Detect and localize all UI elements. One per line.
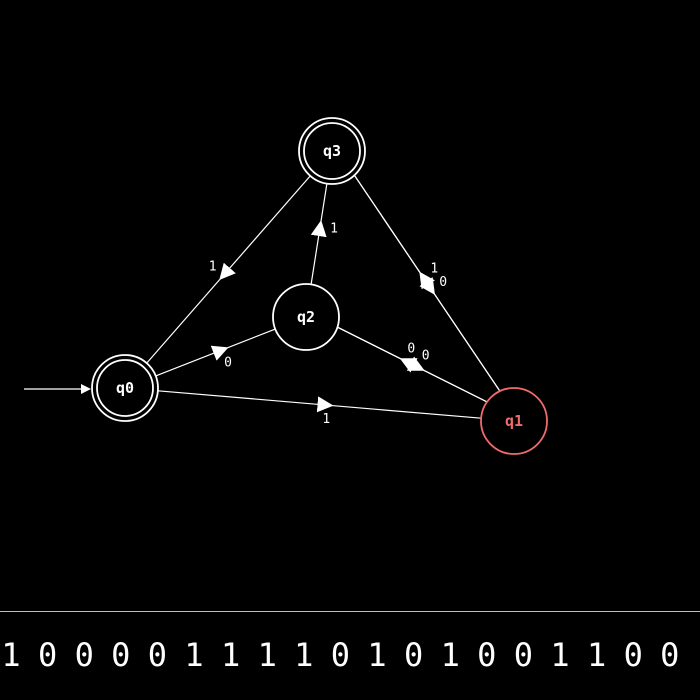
tape-symbol: 1 [184,636,203,674]
state-q1: q1 [480,387,548,455]
transition-symbol: 0 [407,341,415,356]
tape-symbol: 0 [75,636,94,674]
state-label: q3 [323,142,341,160]
state-circle [298,117,366,185]
state-circle [91,354,159,422]
transition-q0-q1: 1 [157,390,482,427]
tape-symbol: 0 [660,636,679,674]
tape-symbol: 0 [148,636,167,674]
transition-symbol: 0 [224,356,232,371]
tape-symbol: 0 [624,636,643,674]
tape-symbol: 0 [111,636,130,674]
transition-symbol: 1 [330,221,338,236]
state-circle [272,283,340,351]
state-label: q0 [116,379,134,397]
transition-line [310,183,328,285]
tape-symbol: 1 [258,636,277,674]
tape-symbol: 0 [38,636,57,674]
transition-symbol: 0 [422,349,430,364]
states: q0 q1 q2 q3 [91,117,548,455]
transition-line [155,328,276,377]
state-q2: q2 [272,283,340,351]
transition-q3-q0: 1 [146,175,311,364]
tape-symbol: 0 [514,636,533,674]
tape-divider [0,611,700,612]
transition-symbol: 1 [430,262,438,277]
transition-q2-q3: 1 [310,183,338,285]
tape-symbol: 1 [441,636,460,674]
transition-symbol: 1 [209,259,217,274]
tape-symbol-current: 1 [1,636,20,674]
transition-q0-q2: 0 [155,328,276,377]
tape-symbol: 1 [294,636,313,674]
state-label: q2 [297,308,315,326]
transition-symbol: 1 [322,412,330,427]
accepting-ring [96,359,154,417]
transition-q1-q2: 0 [337,326,487,403]
tape-symbol: 0 [477,636,496,674]
tape-symbol: 1 [367,636,386,674]
state-q0: q0 [91,354,159,422]
tape-symbol: 1 [587,636,606,674]
tape-symbol: 1 [550,636,569,674]
state-circle [480,387,548,455]
tape-symbol: 1 [221,636,240,674]
state-label: q1 [505,412,523,430]
state-q3: q3 [298,117,366,185]
accepting-ring [303,122,361,180]
transition-line [157,390,482,419]
tape-symbol: 0 [331,636,350,674]
tape-symbol: 0 [404,636,423,674]
transition-symbol: 0 [439,275,447,290]
transition-q1-q3: 1 [354,175,501,392]
